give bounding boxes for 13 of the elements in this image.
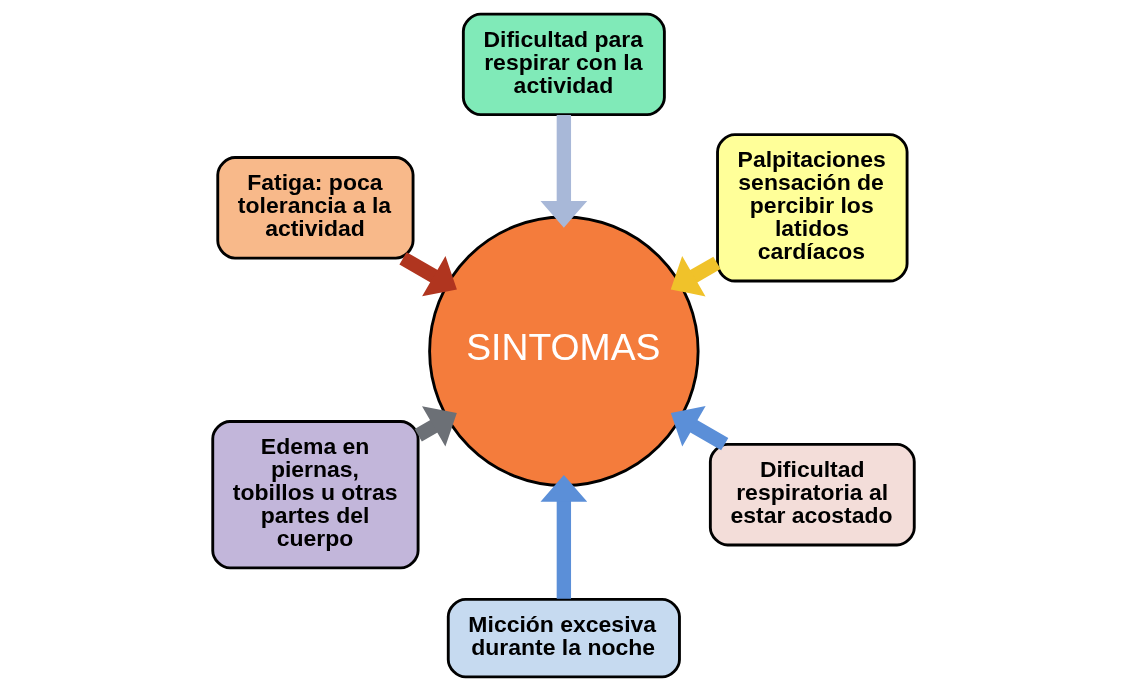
arrow (540, 115, 588, 228)
node-box: Micción excesiva durante la noche (446, 597, 681, 679)
node-box: Dificultad respiratoria al estar acostado (708, 443, 916, 547)
arrow (540, 475, 588, 599)
arrow (414, 406, 457, 447)
arrow (670, 255, 721, 297)
node-box: Edema en piernas, tobillos u otras partes del cuerpo (211, 420, 420, 570)
node-box: Palpitaciones sensación de percibir los latidos cardíacos (716, 133, 909, 283)
arrow (670, 406, 729, 451)
arrow (399, 252, 457, 297)
node-box: Dificultad para respirar con la actividad (461, 12, 666, 117)
node-circle: SINTOMAS (428, 215, 700, 487)
node-box: Fatiga: poca tolerancia a la actividad (216, 156, 415, 260)
